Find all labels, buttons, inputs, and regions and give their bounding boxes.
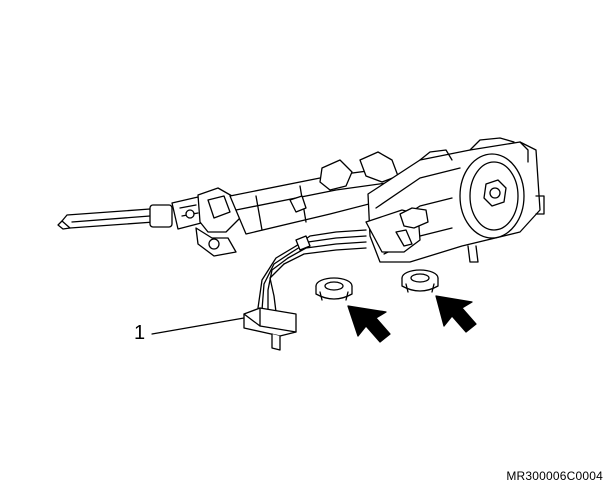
column-tube [229,151,401,235]
intermediate-shaft [57,196,206,230]
callout-leader-line [151,317,245,335]
figure-reference-code: MR300006C0004 [506,469,603,483]
wiring-harness [257,229,367,313]
callout-number-1: 1 [134,322,146,344]
install-direction-arrow-icon [347,305,391,343]
motor-end-cap [459,153,525,239]
harness-connector [243,307,297,351]
install-direction-arrow-icon [435,295,477,333]
universal-joint [195,187,241,257]
mounting-bracket [365,207,429,253]
flange-nut-left [315,277,353,301]
flange-nut-right [401,269,439,293]
